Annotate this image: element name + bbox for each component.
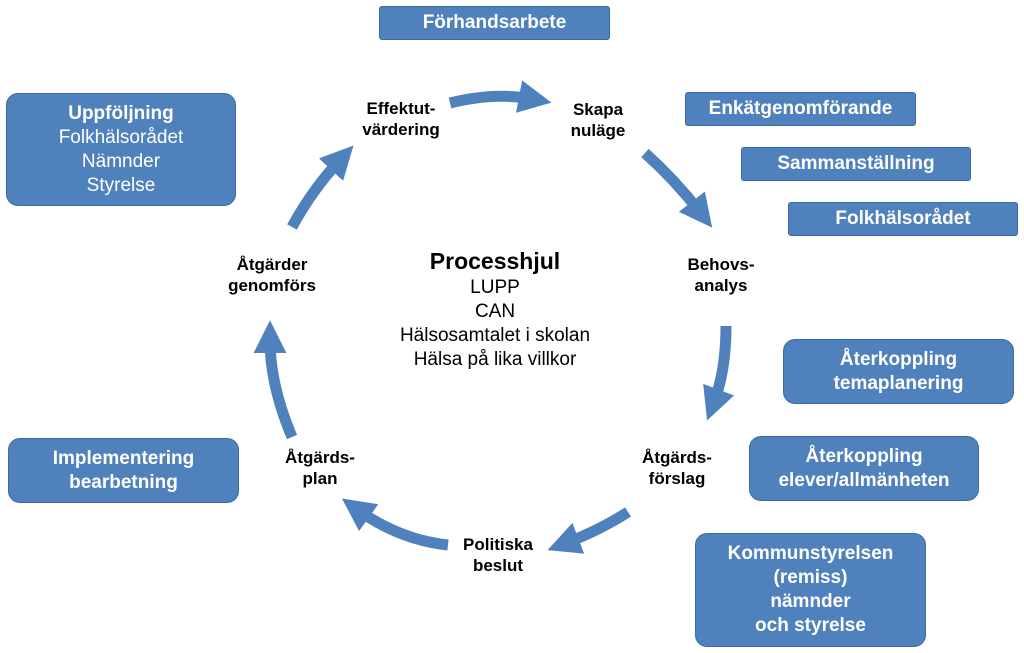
center-title: Processhjul [429,248,561,274]
node-politiska-beslut: Politiska beslut [463,535,533,575]
node-atgarder-genomfors: Åtgärder genomförs [228,255,316,295]
center-line: LUPP [470,277,520,298]
node-effektutvardering: Effektut- värdering [362,99,440,139]
arrow-atgardsforslag-to-politiska [547,507,631,554]
box-implementering: Implementering bearbetning [8,438,239,503]
box-aterkoppling-temaplanering: Återkoppling temaplanering [783,339,1014,404]
arrow-behovs-to-atgardsforslag [703,325,735,421]
node-atgardsplan: Åtgärds- plan [285,448,355,488]
box-sammanstallning: Sammanställning [741,147,971,181]
node-behovsanalys: Behovs- analys [687,255,755,295]
box-uppfoljning: Uppföljning Folkhälsorådet Nämnder Styre… [6,93,236,206]
center-line: Hälsa på lika villkor [413,349,577,370]
node-atgardsforslag: Åtgärds- förslag [642,448,712,488]
box-kommunstyrelsen: Kommunstyrelsen (remiss) nämnder och sty… [695,533,926,647]
arrow-effekt-to-skapa [448,80,552,113]
center-line: CAN [474,301,516,322]
center-text: Processhjul LUPP CAN Hälsosamtalet i sko… [365,246,625,372]
arrow-skapa-to-behovs [641,148,713,228]
arrow-atgardsplan-to-atgarder [253,320,298,440]
arrow-atgarder-to-effekt [287,145,354,230]
box-aterkoppling-elever: Återkoppling elever/allmänheten [749,436,979,501]
box-folkhalsoradet: Folkhälsorådet [788,202,1018,236]
node-skapa-nulage: Skapa nuläge [570,100,626,140]
arrow-politiska-to-atgardsplan [341,498,449,551]
box-forhandsarbete: Förhandsarbete [379,6,610,40]
center-line: Hälsosamtalet i skolan [399,325,591,346]
box-enkatgenomforande: Enkätgenomförande [685,92,916,126]
